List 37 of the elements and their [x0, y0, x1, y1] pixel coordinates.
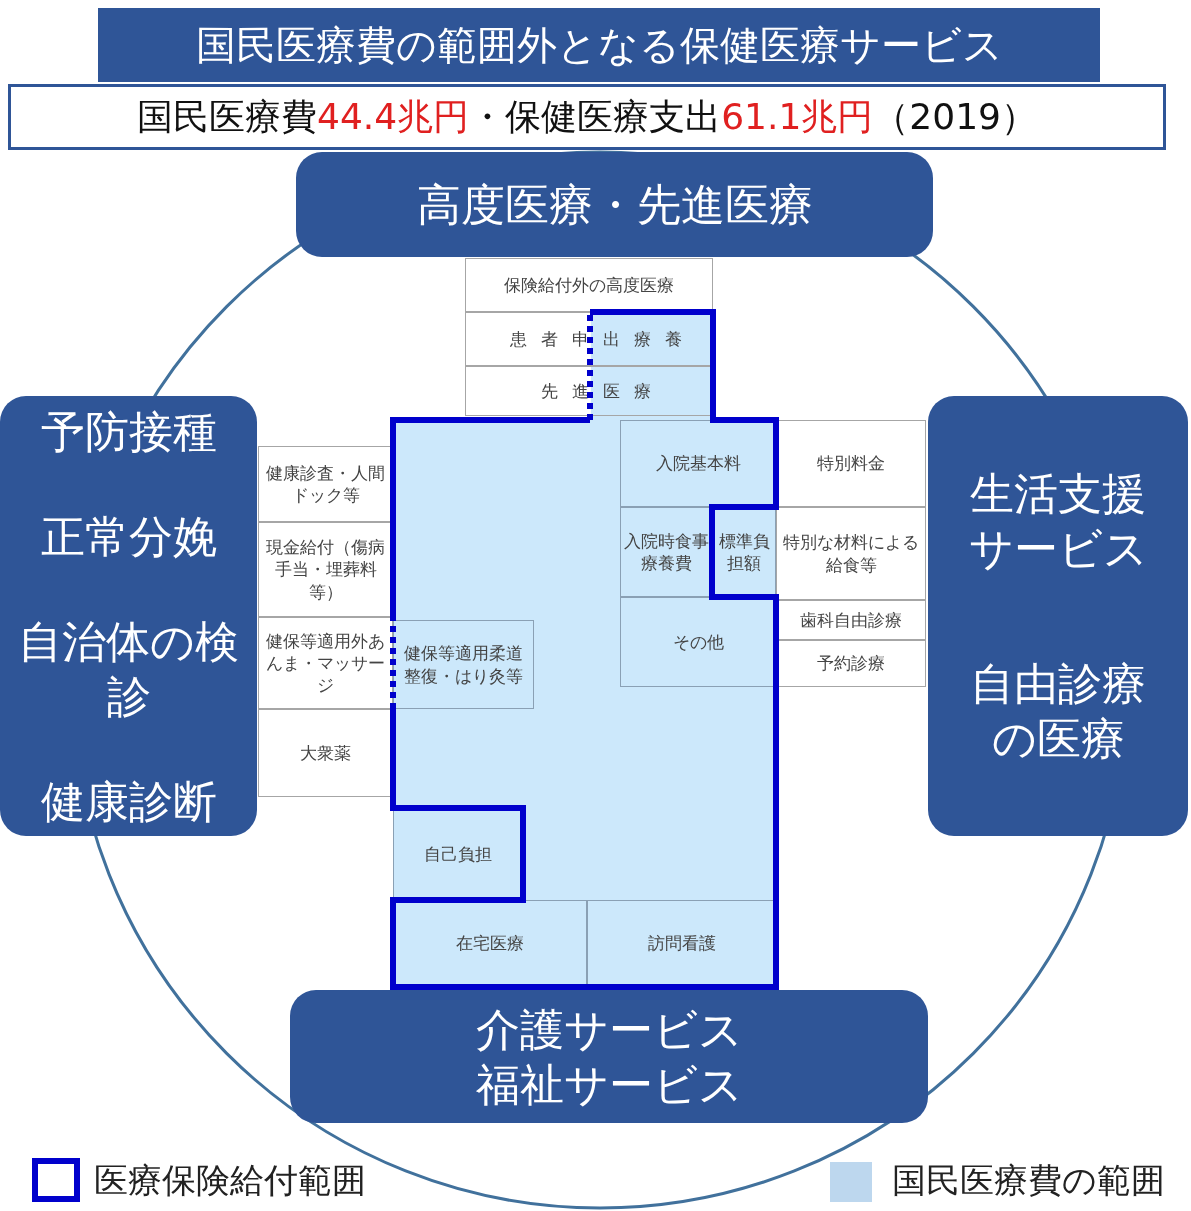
category-cell: 現金給付（傷病手当・埋葬料等） — [258, 522, 393, 617]
category-cell: 入院時食事療養費 — [620, 507, 712, 597]
category-panel — [296, 152, 933, 257]
category-cell: 健保等適用外あんま・マッサージ — [258, 617, 393, 709]
amount-text: 44.4兆円 — [317, 94, 470, 139]
category-cell: 予約診療 — [776, 640, 926, 687]
category-panel — [928, 396, 1188, 836]
subtitle-box — [8, 84, 1166, 150]
category-label: 高度医療・先進医療 — [416, 178, 813, 232]
legend-label: 医療保険給付範囲 — [94, 1159, 366, 1202]
subtitle-text: ・保健医療支出 — [469, 94, 722, 139]
title-banner: 国民医療費の範囲外となる保健医療サービス — [98, 8, 1100, 82]
category-cell: 健康診査・人間ドック等 — [258, 446, 393, 522]
category-label: 自由診療の医療 — [969, 657, 1147, 766]
category-panel — [0, 396, 257, 836]
category-label: 自治体の検診 — [17, 614, 240, 724]
category-cell: 歯科自由診療 — [776, 600, 926, 640]
subtitle-text: 国民医療費 — [137, 94, 318, 139]
category-label: 予防接種 — [39, 404, 218, 459]
category-cell: その他 — [620, 597, 776, 687]
category-panel — [290, 990, 928, 1123]
category-cell: 患者申出療養 — [465, 312, 713, 366]
legend-label: 国民医療費の範囲 — [892, 1159, 1165, 1202]
category-cell: 保険給付外の高度医療 — [465, 258, 713, 312]
category-label: 正常分娩 — [39, 509, 218, 564]
category-cell: 特別な材料による給食等 — [776, 507, 926, 600]
category-cell: 健保等適用柔道整復・はり灸等 — [393, 620, 534, 709]
category-cell: 特別料金 — [776, 420, 926, 507]
category-label: 福祉サービス — [475, 1057, 743, 1112]
category-cell: 先進医療 — [465, 366, 713, 416]
amount-text: 61.1兆円 — [721, 94, 874, 139]
category-cell: 訪問看護 — [587, 900, 776, 987]
category-label: 生活支援サービス — [967, 467, 1149, 576]
subtitle-text: （2019） — [873, 94, 1037, 139]
category-label: 健康診断 — [39, 774, 218, 829]
category-label: 介護サービス — [475, 1002, 743, 1057]
category-cell: 大衆薬 — [258, 709, 393, 797]
